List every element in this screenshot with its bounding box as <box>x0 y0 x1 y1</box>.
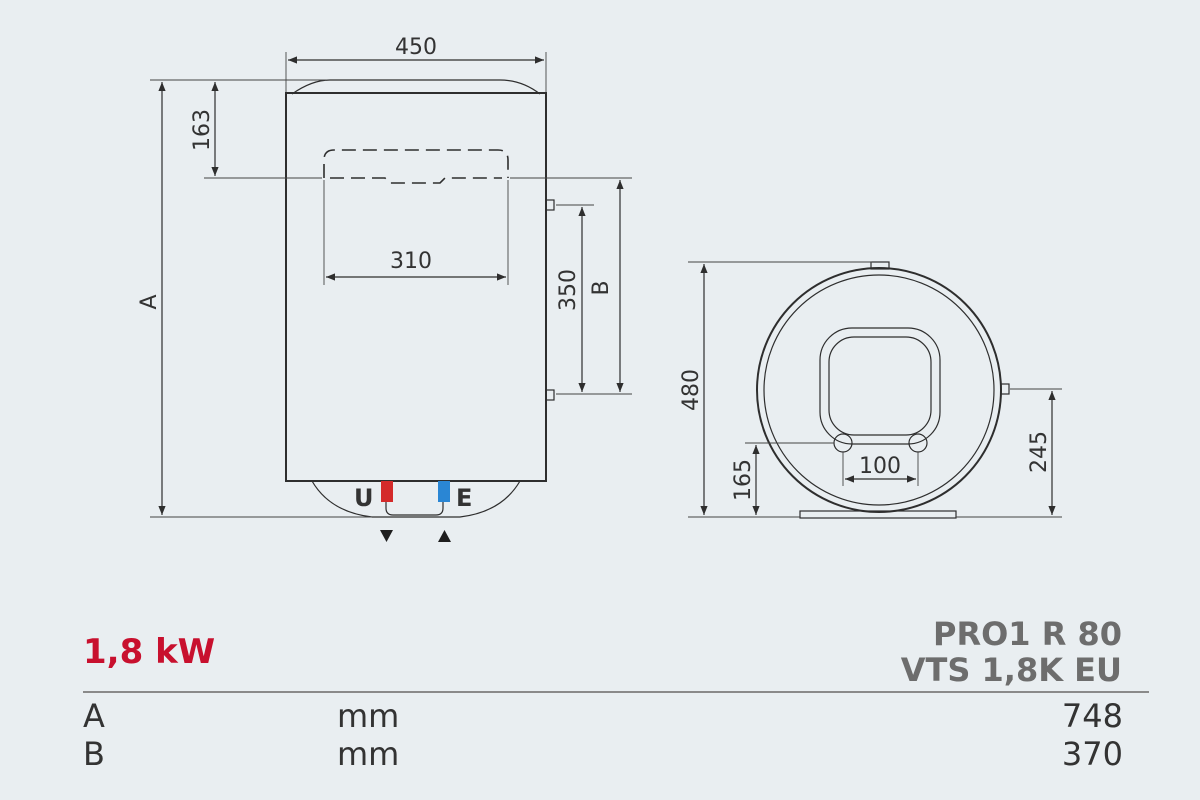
row-label: A <box>83 697 105 735</box>
side-nozzle <box>1000 383 1010 395</box>
mounting-bracket-notch <box>330 177 502 184</box>
flange-outer <box>819 327 941 445</box>
dim-label-350: 350 <box>556 269 581 311</box>
top-nozzle <box>870 261 890 270</box>
power-rating: 1,8 kW <box>83 632 216 672</box>
base-foot <box>799 510 957 519</box>
mounting-bracket-outline <box>323 149 509 178</box>
table-divider <box>83 691 1149 693</box>
dim-label-165: 165 <box>731 459 756 501</box>
dim-label-480: 480 <box>679 369 704 411</box>
row-value: 370 <box>1061 735 1123 773</box>
dim-label-100: 100 <box>859 454 901 479</box>
table-row: A mm 748 <box>83 697 1123 735</box>
model-line-2: VTS 1,8K EU <box>900 651 1122 689</box>
tank-inner-circle <box>763 274 995 506</box>
tank-body <box>285 92 547 482</box>
dim-label-A: A <box>137 294 162 309</box>
side-view: 100 480 165 245 <box>679 261 1062 519</box>
outlet-flow-down-icon <box>380 530 393 542</box>
table-row: B mm 370 <box>83 735 1123 773</box>
hot-outlet-pipe <box>381 481 393 502</box>
row-unit: mm <box>337 697 400 735</box>
row-unit: mm <box>337 735 400 773</box>
outlet-label: U <box>354 484 374 512</box>
side-nozzle-upper <box>545 199 555 211</box>
dim-label-310: 310 <box>390 249 432 274</box>
bottom-handle <box>385 500 444 516</box>
technical-drawing: U E 450 310 A 163 <box>137 35 1062 542</box>
inlet-label: E <box>456 484 472 512</box>
side-nozzle-lower <box>545 389 555 401</box>
model-name: PRO1 R 80 VTS 1,8K EU <box>901 616 1122 688</box>
dim-label-163: 163 <box>190 109 215 151</box>
flange-inner <box>828 336 932 436</box>
top-cap <box>291 79 541 95</box>
inlet-flow-up-icon <box>438 530 451 542</box>
dim-label-450: 450 <box>395 35 437 60</box>
row-label: B <box>83 735 105 773</box>
front-view: U E 450 310 A 163 <box>137 35 632 542</box>
model-line-1: PRO1 R 80 <box>932 615 1122 653</box>
cold-inlet-pipe <box>438 481 450 502</box>
bottom-cover <box>311 480 521 518</box>
dim-label-B: B <box>589 280 614 295</box>
row-value: 748 <box>1061 697 1123 735</box>
dim-label-245: 245 <box>1027 431 1052 473</box>
